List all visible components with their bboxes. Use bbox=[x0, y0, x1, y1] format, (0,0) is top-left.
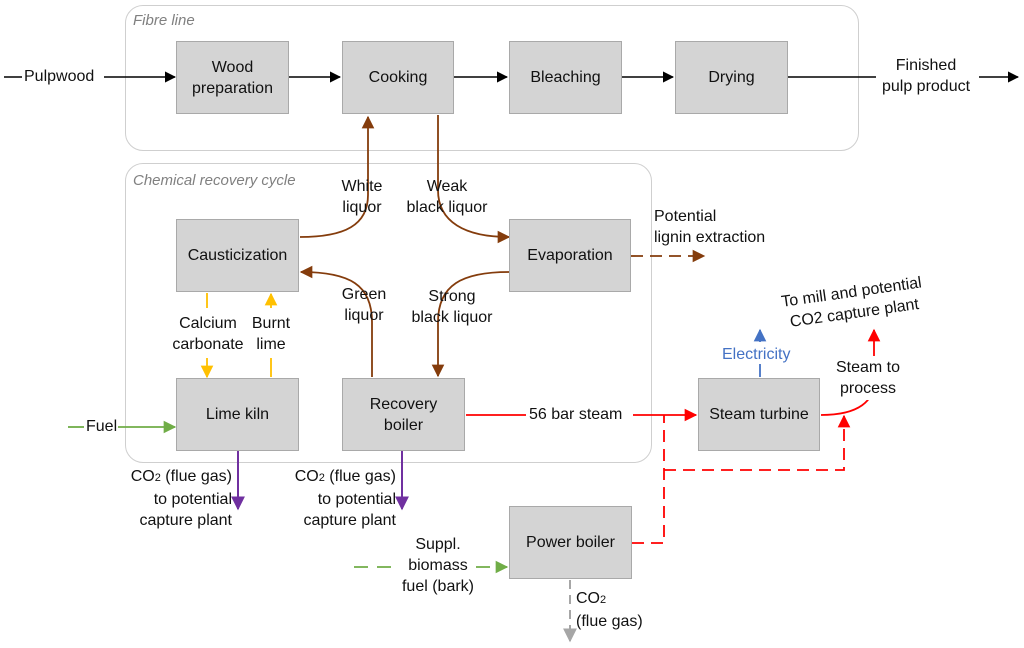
strong-black-liquor-line-1: Strong bbox=[428, 288, 476, 305]
weak-black-liquor-line-2: black liquor bbox=[406, 199, 488, 216]
green-liquor-line-1: Green bbox=[341, 286, 387, 303]
co2-recovery-boiler-flue-gas: (flue gas) bbox=[324, 468, 396, 485]
strong-black-liquor-arrow bbox=[431, 271, 510, 378]
green-liquor-label: Green liquor bbox=[330, 284, 398, 326]
cooking-label: Cooking bbox=[368, 69, 428, 86]
electricity-label: Electricity bbox=[722, 346, 791, 363]
steam-to-process-line-2: process bbox=[839, 380, 897, 397]
pulpwood-label: Pulpwood bbox=[24, 68, 95, 85]
recovery-boiler-box[interactable]: Recovery boiler bbox=[342, 378, 465, 451]
power-boiler-box[interactable]: Power boiler bbox=[509, 506, 632, 579]
co2-lime-kiln-line-2: to potential bbox=[153, 491, 232, 508]
weak-black-liquor-arrow bbox=[437, 115, 511, 244]
co2-lime-kiln-subscript: 2 bbox=[154, 472, 161, 484]
evaporation-label: Evaporation bbox=[527, 247, 613, 264]
chemical-recovery-title: Chemical recovery cycle bbox=[133, 172, 296, 189]
steam-56-bar-label: 56 bar steam bbox=[529, 406, 623, 423]
co2-power-boiler-label: CO2 (flue gas) bbox=[576, 588, 643, 632]
bleaching-box[interactable]: Bleaching bbox=[509, 41, 622, 114]
co2-recovery-boiler-line-1: CO2 (flue gas) bbox=[272, 466, 396, 489]
drying-box[interactable]: Drying bbox=[675, 41, 788, 114]
co2-lime-kiln-label: CO2 (flue gas) to potential capture plan… bbox=[108, 466, 232, 531]
power-boiler-label: Power boiler bbox=[526, 534, 615, 551]
co2-power-boiler-line-1: CO2 bbox=[576, 588, 643, 611]
drying-label: Drying bbox=[708, 69, 755, 86]
lignin-extraction-line-2: lignin extraction bbox=[654, 229, 766, 246]
turbine-bypass-dashed bbox=[664, 414, 851, 471]
white-liquor-arrow bbox=[299, 115, 375, 238]
steam-turbine-box[interactable]: Steam turbine bbox=[698, 378, 820, 451]
white-liquor-label: White liquor bbox=[330, 176, 394, 218]
causticization-label: Causticization bbox=[187, 247, 288, 264]
co2-recovery-boiler-line-2: to potential bbox=[317, 491, 396, 508]
co2-lime-kiln-line-3: capture plant bbox=[139, 512, 232, 529]
calcium-carbonate-line-2: carbonate bbox=[172, 336, 244, 353]
causticization-box[interactable]: Causticization bbox=[176, 219, 299, 292]
co2-recovery-boiler-line-3: capture plant bbox=[303, 512, 396, 529]
fuel-label: Fuel bbox=[86, 418, 118, 435]
lignin-extraction-line-1: Potential bbox=[654, 208, 717, 225]
finished-pulp-line-2: pulp product bbox=[881, 78, 971, 95]
steam-to-process-label: Steam to process bbox=[828, 357, 908, 399]
co2-lime-kiln-co: CO bbox=[130, 468, 155, 485]
wood-preparation-label: Wood preparation bbox=[192, 58, 273, 97]
co2-recovery-boiler-subscript: 2 bbox=[318, 472, 325, 484]
weak-black-liquor-line-1: Weak bbox=[426, 178, 468, 195]
recovery-boiler-label: Recovery boiler bbox=[369, 395, 438, 434]
calcium-carbonate-label: Calcium carbonate bbox=[166, 313, 250, 355]
burnt-lime-line-2: lime bbox=[256, 336, 286, 353]
suppl-biomass-line-1: Suppl. bbox=[415, 536, 461, 553]
steam-turbine-label: Steam turbine bbox=[709, 406, 809, 423]
wood-preparation-box[interactable]: Wood preparation bbox=[176, 41, 289, 114]
strong-black-liquor-line-2: black liquor bbox=[411, 309, 493, 326]
co2-power-boiler-line-2: (flue gas) bbox=[576, 613, 643, 630]
strong-black-liquor-label: Strong black liquor bbox=[404, 286, 500, 328]
suppl-biomass-line-3: fuel (bark) bbox=[401, 578, 475, 595]
white-liquor-line-1: White bbox=[341, 178, 383, 195]
finished-pulp-line-1: Finished bbox=[895, 57, 957, 74]
co2-recovery-boiler-label: CO2 (flue gas) to potential capture plan… bbox=[272, 466, 396, 531]
chemical-recovery-group bbox=[125, 163, 652, 463]
lime-kiln-box[interactable]: Lime kiln bbox=[176, 378, 299, 451]
weak-black-liquor-label: Weak black liquor bbox=[400, 176, 494, 218]
co2-recovery-boiler-co: CO bbox=[294, 468, 319, 485]
co2-power-boiler-co: CO bbox=[576, 590, 600, 607]
green-liquor-arrow bbox=[299, 265, 373, 377]
cooking-box[interactable]: Cooking bbox=[342, 41, 454, 114]
suppl-biomass-line-2: biomass bbox=[408, 557, 468, 574]
evaporation-box[interactable]: Evaporation bbox=[509, 219, 631, 292]
suppl-biomass-label: Suppl. biomass fuel (bark) bbox=[392, 534, 484, 597]
steam-to-process-line-1: Steam to bbox=[835, 359, 901, 376]
green-liquor-line-2: liquor bbox=[344, 307, 384, 324]
bleaching-label: Bleaching bbox=[530, 69, 601, 86]
white-liquor-line-2: liquor bbox=[342, 199, 382, 216]
co2-lime-kiln-flue-gas: (flue gas) bbox=[160, 468, 232, 485]
power-boiler-steam-dashed bbox=[632, 415, 665, 544]
co2-power-boiler-subscript: 2 bbox=[600, 594, 607, 606]
burnt-lime-line-1: Burnt bbox=[251, 315, 291, 332]
lime-kiln-label: Lime kiln bbox=[205, 406, 270, 423]
fibre-line-group bbox=[125, 5, 859, 151]
burnt-lime-label: Burnt lime bbox=[246, 313, 296, 355]
calcium-carbonate-line-1: Calcium bbox=[179, 315, 237, 332]
lignin-extraction-label: Potential lignin extraction bbox=[654, 206, 765, 248]
fibre-line-title: Fibre line bbox=[133, 12, 195, 29]
co2-lime-kiln-line-1: CO2 (flue gas) bbox=[108, 466, 232, 489]
finished-pulp-label: Finished pulp product bbox=[870, 55, 982, 97]
